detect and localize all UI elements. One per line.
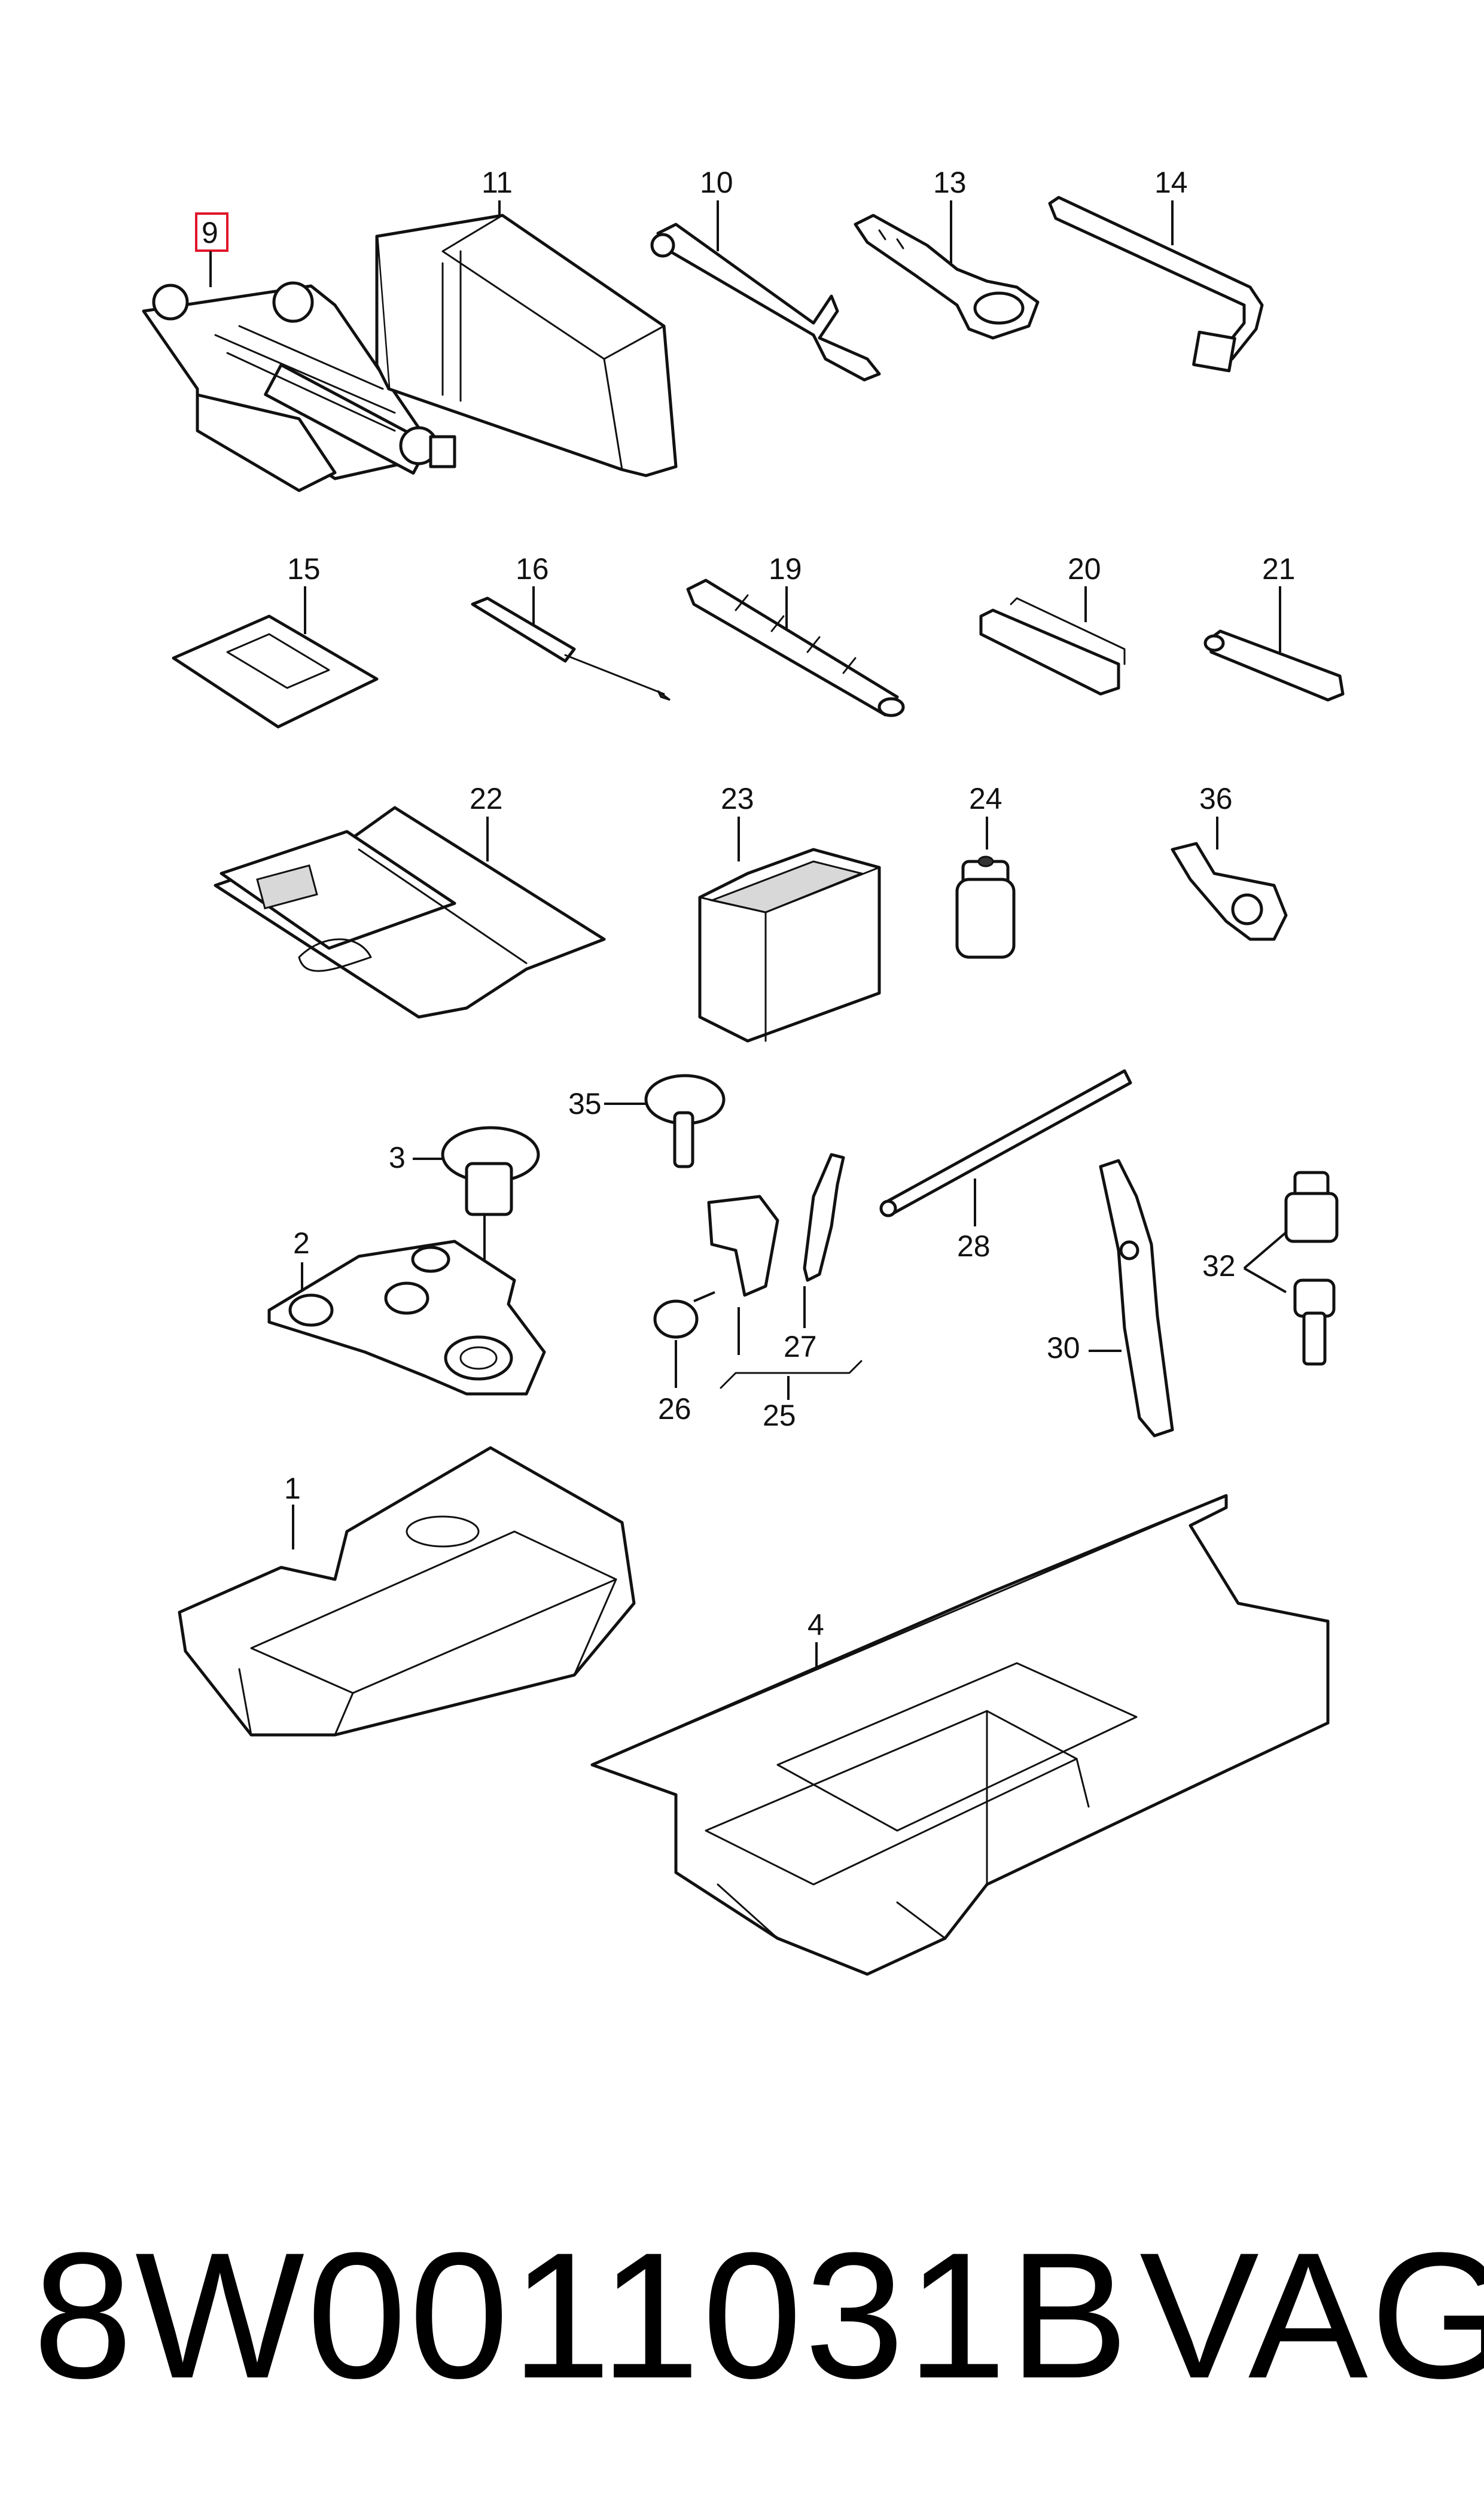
part-21-pin[interactable]: 21 [1203, 552, 1345, 702]
callout-25: 25 [763, 1399, 796, 1432]
part-36-adapter[interactable]: 36 [1171, 782, 1288, 941]
callout-11: 11 [482, 166, 513, 199]
part-23-box[interactable]: 23 [698, 782, 881, 1043]
part-1-tray[interactable]: 1 [178, 1446, 636, 1737]
callout-28: 28 [957, 1229, 991, 1263]
part-2-plate[interactable]: 2 [267, 1226, 546, 1396]
callout-32: 32 [1202, 1249, 1236, 1283]
part-4-floor-insert[interactable]: 4 [590, 1494, 1330, 1976]
part-3-wing-nut[interactable]: 3 [389, 1126, 540, 1322]
callout-36: 36 [1199, 782, 1233, 815]
callout-9: 9 [202, 216, 218, 249]
callout-24: 24 [969, 782, 1002, 815]
callout-27: 27 [784, 1330, 817, 1363]
callout-20: 20 [1068, 552, 1101, 586]
part-25-bracket-set[interactable]: 26 25 27 [653, 1153, 863, 1432]
part-16-screwdriver[interactable]: 16 [471, 552, 671, 701]
callout-19: 19 [769, 552, 802, 586]
callout-15: 15 [287, 552, 321, 586]
callout-26: 26 [658, 1392, 691, 1426]
part-13-towing-eye[interactable]: 13 [854, 166, 1040, 340]
brand-label: VAG [1139, 2215, 1484, 2416]
part-30-strut[interactable]: 30 [1047, 1159, 1174, 1438]
callout-4: 4 [807, 1608, 824, 1642]
callout-30: 30 [1047, 1331, 1080, 1365]
callout-16: 16 [516, 552, 549, 586]
callout-3: 3 [389, 1141, 406, 1174]
part-11-tool-bag[interactable]: 11 [375, 166, 678, 477]
part-24-bottle[interactable]: 24 [955, 782, 1016, 959]
callout-14: 14 [1154, 166, 1188, 199]
callout-9-highlight [195, 212, 228, 252]
callout-2: 2 [293, 1226, 310, 1260]
callout-21: 21 [1262, 552, 1296, 586]
callout-23: 23 [721, 782, 754, 815]
part-19-bit-holder[interactable]: 19 [686, 552, 905, 717]
part-22-document-folder[interactable]: 22 [214, 782, 606, 1019]
part-32-bolts[interactable]: 32 [1202, 1171, 1339, 1366]
part-35-knob[interactable]: 35 [568, 1074, 726, 1168]
part-number: 8W0011031B [33, 2215, 1131, 2416]
callout-10: 10 [700, 166, 733, 199]
callout-13: 13 [933, 166, 967, 199]
callout-35: 35 [568, 1087, 602, 1121]
part-9-jack[interactable]: 9 [142, 212, 456, 492]
part-14-lug-wrench[interactable]: 14 [1048, 166, 1264, 373]
callout-1: 1 [284, 1472, 301, 1505]
callout-22: 22 [470, 782, 503, 815]
part-20-clip[interactable]: 20 [979, 552, 1126, 696]
part-15-pad[interactable]: 15 [172, 552, 379, 729]
part-28-rod[interactable]: 28 [879, 1069, 1132, 1263]
part-10-hook-tool[interactable]: 10 [650, 166, 881, 382]
